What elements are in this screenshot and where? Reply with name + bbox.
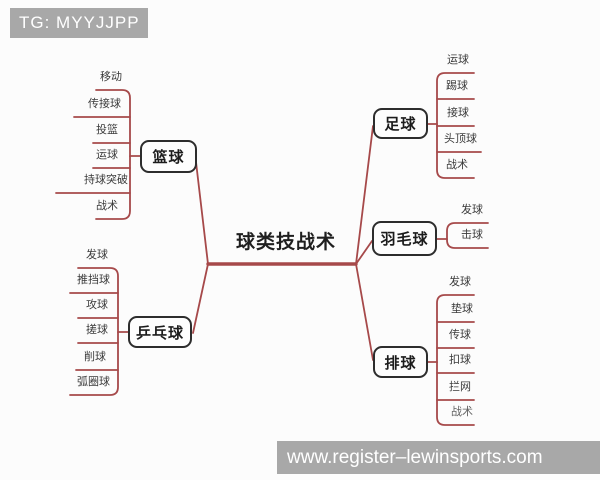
subtopic-label: 搓球 (86, 324, 108, 336)
subtopic-label: 扣球 (449, 354, 471, 366)
subtopic-label: 传接球 (88, 98, 121, 110)
subtopic-label: 弧圈球 (77, 376, 110, 388)
branch-node-basketball: 篮球 (140, 140, 197, 173)
subtopic-label: 发球 (461, 204, 483, 216)
watermark-top: TG: MYYJJPP (10, 8, 148, 38)
branch-node-volleyball: 排球 (373, 346, 428, 378)
subtopic-label: 垫球 (451, 303, 473, 315)
subtopic-label: 接球 (447, 107, 469, 119)
subtopic-label: 击球 (461, 229, 483, 241)
subtopic-label: 攻球 (86, 299, 108, 311)
subtopic-label: 战术 (451, 406, 473, 418)
branch-node-table-tennis: 乒乓球 (128, 316, 192, 348)
branch-node-football: 足球 (373, 108, 428, 139)
subtopic-label: 削球 (84, 351, 106, 363)
watermark-bottom-url: www.register–lewinsports.com (277, 441, 600, 474)
subtopic-label: 持球突破 (84, 174, 128, 186)
subtopic-label: 发球 (449, 276, 471, 288)
subtopic-label: 头顶球 (444, 133, 477, 145)
subtopic-label: 拦网 (449, 381, 471, 393)
subtopic-label: 运球 (447, 54, 469, 66)
subtopic-label: 推挡球 (77, 274, 110, 286)
branch-node-badminton: 羽毛球 (372, 221, 437, 256)
subtopic-label: 投篮 (96, 124, 118, 136)
subtopic-label: 运球 (96, 149, 118, 161)
subtopic-label: 战术 (446, 159, 468, 171)
subtopic-label: 战术 (96, 200, 118, 212)
subtopic-label: 移动 (100, 71, 122, 83)
central-topic: 球类技战术 (235, 232, 336, 253)
subtopic-label: 发球 (86, 249, 108, 261)
subtopic-label: 传球 (449, 329, 471, 341)
subtopic-label: 踢球 (446, 80, 468, 92)
